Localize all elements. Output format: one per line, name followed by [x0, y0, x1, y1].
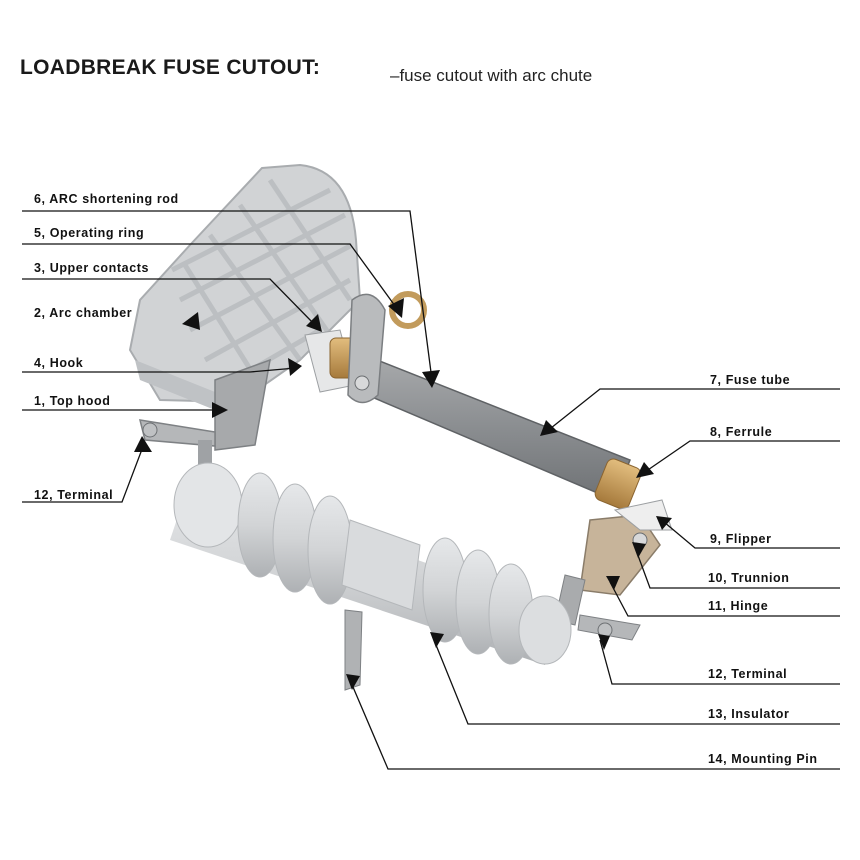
- insulator: [170, 462, 572, 691]
- top-bracket: [138, 358, 271, 470]
- label-top-hood: 1, Top hood: [34, 394, 111, 408]
- label-trunnion: 10, Trunnion: [708, 571, 790, 585]
- upper-contact-assembly: [304, 291, 427, 404]
- leader-lines: [22, 210, 840, 770]
- page-title: LOADBREAK FUSE CUTOUT:: [20, 56, 321, 79]
- page-subtitle: –fuse cutout with arc chute: [390, 66, 593, 85]
- fuse-tube: [359, 357, 631, 501]
- label-insulator: 13, Insulator: [708, 707, 790, 721]
- label-ferrule: 8, Ferrule: [710, 425, 773, 439]
- label-upper-contacts: 3, Upper contacts: [34, 261, 150, 275]
- label-operating-ring: 5, Operating ring: [34, 226, 145, 240]
- label-hinge: 11, Hinge: [708, 599, 769, 613]
- label-arc-chamber: 2, Arc chamber: [34, 306, 133, 320]
- lower-contact-assembly: [554, 458, 673, 641]
- arrow-heads: [134, 298, 672, 690]
- label-hook: 4, Hook: [34, 356, 84, 370]
- label-flipper: 9, Flipper: [710, 532, 772, 546]
- label-mounting-pin: 14, Mounting Pin: [708, 752, 818, 766]
- label-fuse-tube: 7, Fuse tube: [710, 373, 791, 387]
- label-arc-shortening-rod: 6, ARC shortening rod: [34, 192, 179, 206]
- label-terminal-right: 12, Terminal: [708, 667, 788, 681]
- label-terminal-left: 12, Terminal: [34, 488, 114, 502]
